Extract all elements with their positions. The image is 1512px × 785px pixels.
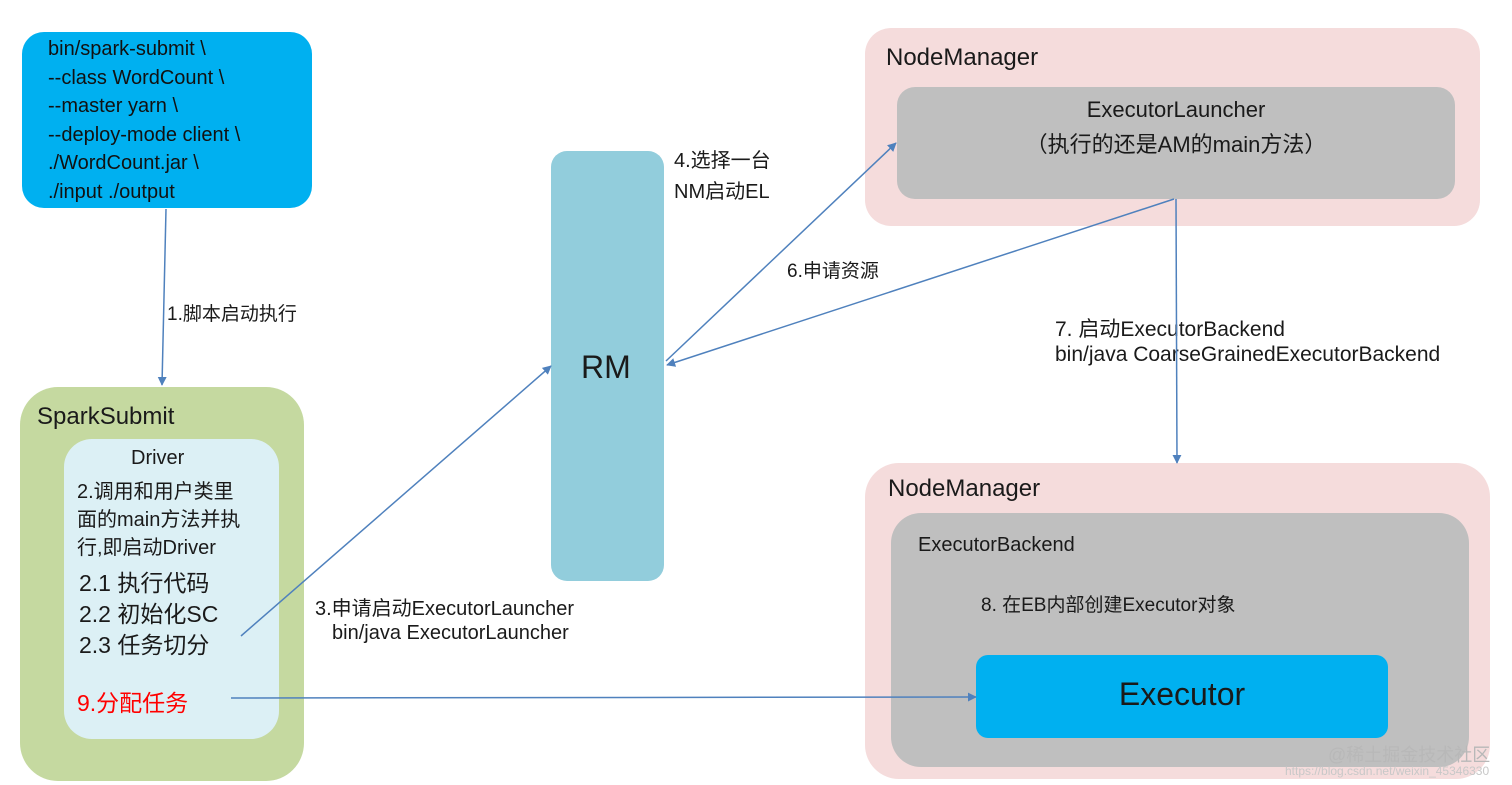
- command-line: --class WordCount \: [48, 67, 225, 89]
- driver-substep: 2.2 初始化SC: [79, 601, 219, 627]
- executor-label: Executor: [1118, 676, 1246, 712]
- assign-task-label: 9.分配任务: [77, 690, 189, 716]
- driver-desc-line: 行,即启动Driver: [77, 537, 216, 559]
- executor-backend-note: 8. 在EB内部创建Executor对象: [981, 595, 1236, 616]
- driver-title: Driver: [131, 447, 185, 469]
- watermark-line1: @稀土掘金技术社区: [1328, 745, 1491, 765]
- step4-label-line2: NM启动EL: [674, 181, 770, 203]
- spark-submit-command-box: bin/spark-submit \ --class WordCount \ -…: [22, 32, 312, 208]
- arrow-step7: [1172, 198, 1182, 464]
- node-manager-top-title: NodeManager: [886, 44, 1039, 71]
- spark-submit-title: SparkSubmit: [37, 403, 175, 430]
- step7-label-line2: bin/java CoarseGrainedExecutorBackend: [1055, 343, 1441, 366]
- node-manager-bottom-title: NodeManager: [888, 475, 1041, 502]
- rm-label: RM: [581, 349, 631, 385]
- command-line: ./input ./output: [48, 181, 175, 203]
- step4-label-line1: 4.选择一台: [674, 150, 771, 172]
- arrow-step4: [665, 142, 897, 362]
- arrow-step9: [230, 692, 977, 702]
- arrow-step6: [666, 198, 1175, 367]
- driver-substep: 2.3 任务切分: [79, 632, 210, 658]
- driver-desc-line: 2.调用和用户类里: [77, 481, 234, 503]
- command-line: bin/spark-submit \: [48, 38, 206, 60]
- step1-label: 1.脚本启动执行: [167, 304, 297, 325]
- step3-label-line2: bin/java ExecutorLauncher: [332, 622, 569, 644]
- driver-desc-line: 面的main方法并执: [77, 509, 241, 531]
- command-line: ./WordCount.jar \: [48, 152, 199, 174]
- arrow-step3: [240, 365, 552, 637]
- step6-label: 6.申请资源: [787, 261, 879, 282]
- executor-launcher-subtitle: （执行的还是AM的main方法）: [1025, 132, 1327, 157]
- driver-substep: 2.1 执行代码: [79, 570, 210, 596]
- step7-label-line1: 7. 启动ExecutorBackend: [1055, 318, 1285, 341]
- step3-label-line1: 3.申请启动ExecutorLauncher: [315, 598, 575, 620]
- executor-backend-title: ExecutorBackend: [918, 534, 1075, 556]
- executor-box: Executor: [976, 655, 1388, 738]
- resource-manager-box: RM: [551, 151, 664, 581]
- command-line: --deploy-mode client \: [48, 124, 241, 146]
- command-line: --master yarn \: [48, 95, 179, 117]
- executor-launcher-box: ExecutorLauncher （执行的还是AM的main方法）: [897, 87, 1455, 199]
- arrow-step1: [157, 208, 167, 386]
- watermark-line2: https://blog.csdn.net/weixin_45346330: [1285, 764, 1490, 778]
- executor-launcher-title: ExecutorLauncher: [1086, 97, 1266, 122]
- driver-box: Driver 2.调用和用户类里 面的main方法并执 行,即启动Driver …: [64, 439, 279, 739]
